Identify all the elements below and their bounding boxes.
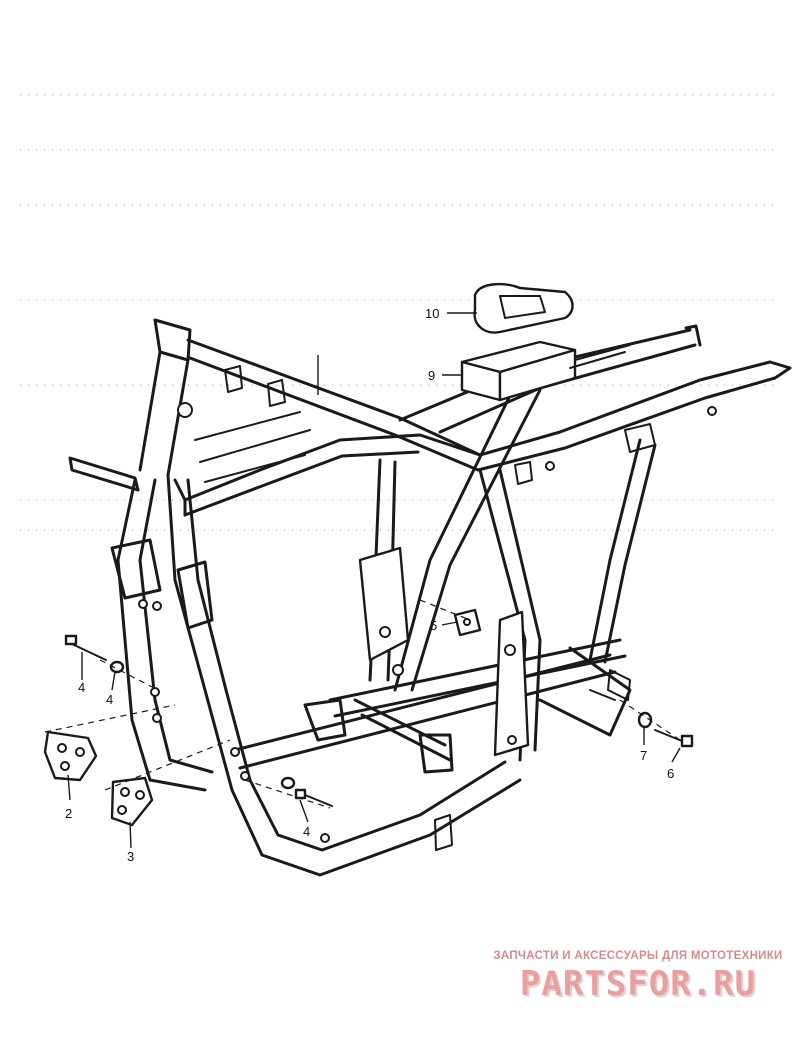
- callout-7: 6: [667, 766, 674, 781]
- callout-4-upper: 4: [78, 680, 85, 695]
- callout-labels: 10 9 5 4 4 2 3 4 7 6 1: [65, 306, 674, 864]
- bolt-4-upper: [64, 634, 107, 661]
- bolt-7: [654, 729, 694, 748]
- watermark-logo: PARTSFOR.RU: [519, 964, 757, 1004]
- engine-mount-plate-3: [110, 776, 154, 827]
- watermark-tagline: ЗАПЧАСТИ И АКСЕССУАРЫ ДЛЯ МОТОТЕХНИКИ: [493, 950, 783, 962]
- callout-2: 2: [65, 806, 72, 821]
- tool-box: [460, 340, 631, 402]
- engine-mount-plate-2: [43, 730, 98, 782]
- callout-leaders: [67, 312, 681, 849]
- callout-4-lower: 4: [303, 824, 310, 839]
- watermark: ЗАПЧАСТИ И АКСЕССУАРЫ ДЛЯ МОТОТЕХНИКИ PA…: [488, 950, 788, 1004]
- bolt-6: [453, 608, 482, 637]
- assembly-lines: [44, 599, 681, 809]
- callout-10: 10: [425, 306, 439, 321]
- callout-9: 9: [428, 368, 435, 383]
- callout-5: 4: [106, 692, 113, 707]
- callout-3: 3: [127, 849, 134, 864]
- callout-8: 7: [640, 748, 647, 763]
- washer-5: [109, 660, 125, 674]
- bolt-4-lower: [280, 776, 333, 807]
- callout-6: 5: [430, 618, 437, 633]
- tool-box-cover: [473, 282, 574, 334]
- scan-speckle: [20, 94, 780, 531]
- main-frame: [68, 318, 792, 877]
